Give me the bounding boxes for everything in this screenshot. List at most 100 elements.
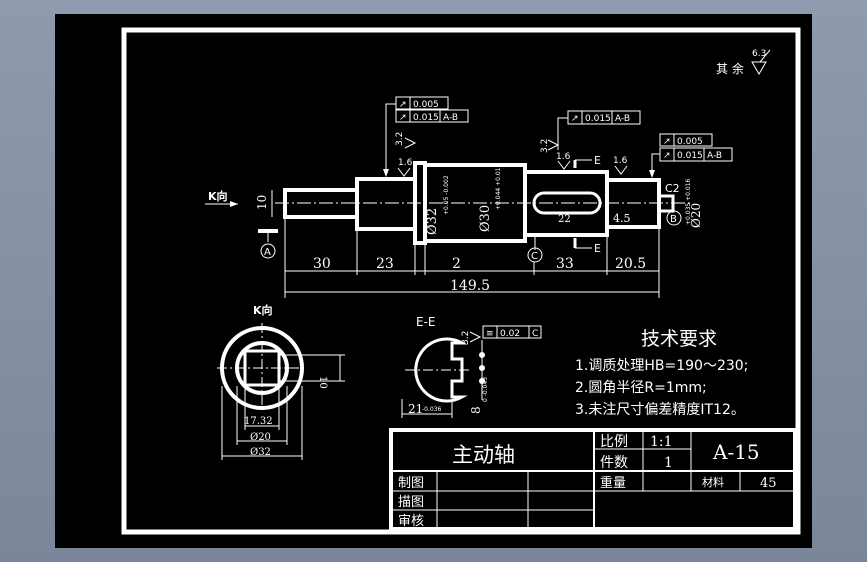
sheet-border [121, 27, 801, 535]
tech-requirements-title: 技术要求 [641, 328, 717, 350]
dim-dia30: Ø30 +0.044 +0.016 [478, 164, 502, 232]
svg-text:6.3: 6.3 [752, 49, 766, 59]
dim-10-left: 10 [255, 190, 273, 217]
general-roughness-note: 其 余 6.3 [716, 49, 771, 76]
svg-text:K向: K向 [253, 303, 273, 317]
svg-text:0 -0.043: 0 -0.043 [482, 377, 489, 402]
svg-text:材料: 材料 [702, 475, 724, 489]
roughness-mark-5: 1.6 [613, 156, 628, 175]
svg-text:1.6: 1.6 [613, 156, 628, 166]
svg-text:C: C [531, 251, 538, 262]
svg-text:≡: ≡ [486, 329, 494, 339]
svg-text:B: B [670, 214, 677, 225]
svg-text:4.5: 4.5 [613, 212, 631, 225]
drawing-number: A-15 [712, 440, 760, 464]
svg-text:A-B: A-B [615, 114, 630, 124]
tech-requirement-item: 2.圆角半径R=1mm; [575, 380, 707, 396]
svg-text:1.6: 1.6 [556, 152, 571, 162]
svg-text:1:1: 1:1 [650, 434, 673, 450]
svg-text:0.015: 0.015 [677, 151, 703, 161]
roughness-mark-4: 1.6 [556, 152, 571, 170]
svg-text:Ø20: Ø20 [250, 432, 271, 443]
svg-text:C: C [532, 329, 538, 339]
svg-text:149.5: 149.5 [450, 278, 490, 294]
svg-text:A-B: A-B [443, 113, 458, 123]
svg-text:Ø32: Ø32 [250, 447, 271, 458]
svg-text:重量: 重量 [600, 475, 626, 491]
roughness-mark-1: 3.2 [395, 132, 417, 149]
svg-text:20.5: 20.5 [615, 256, 646, 272]
dim-dia20-end: Ø20 +0.035 +0.016 C2 [665, 179, 703, 228]
svg-text:22: 22 [558, 214, 571, 225]
title-block: 主动轴 比例 1:1 件数 1 A-15 重量 材料 45 制图 描图 审核 [389, 428, 797, 531]
svg-text:制图: 制图 [398, 476, 424, 491]
tolerance-frame-4: ↗ 0.005 [659, 133, 713, 147]
svg-text:0.015: 0.015 [585, 114, 611, 124]
section-mark-lower: E [594, 242, 601, 255]
svg-text:23: 23 [376, 256, 394, 272]
svg-text:↗: ↗ [663, 137, 671, 147]
svg-text:17.32: 17.32 [244, 416, 273, 427]
svg-text:0.02: 0.02 [500, 329, 520, 339]
view-k-arrow: K向 [205, 189, 238, 207]
svg-text:30: 30 [313, 256, 331, 272]
part-name: 主动轴 [452, 443, 515, 467]
svg-text:审核: 审核 [398, 514, 424, 529]
svg-text:C2: C2 [665, 182, 680, 195]
svg-text:其 余: 其 余 [716, 61, 744, 76]
sheet-background [55, 14, 812, 548]
dim-chain-lengths: 30 23 2 33 20.5 149.5 [284, 217, 660, 298]
svg-text:↗: ↗ [571, 114, 579, 124]
svg-text:比例: 比例 [600, 434, 628, 450]
svg-text:K向: K向 [208, 189, 228, 203]
shaft-step-right [657, 194, 675, 213]
svg-text:33: 33 [556, 256, 574, 272]
datum-a: A [258, 229, 278, 259]
svg-text:+0.044 +0.016: +0.044 +0.016 [495, 164, 502, 210]
svg-text:1.6: 1.6 [398, 158, 413, 168]
tolerance-frame-5: ↗ 0.015 A-B [649, 147, 733, 178]
svg-text:A: A [264, 247, 271, 258]
tech-requirements: 技术要求 1.调质处理HB=190～230; 2.圆角半径R=1mm; 3.未注… [575, 328, 748, 418]
svg-text:+0.05 -0.002: +0.05 -0.002 [443, 175, 450, 215]
dim-dia32: Ø32 +0.05 -0.002 [425, 175, 450, 235]
section-e-e: E-E ≡ 0.02 C 3.2 21 -0.036 8 0 -0.043 [401, 315, 542, 418]
tolerance-frame-2: ↗ 0.015 A-B [383, 103, 469, 177]
svg-text:10: 10 [317, 376, 328, 389]
datum-c: C [527, 235, 543, 263]
svg-text:描图: 描图 [398, 495, 424, 510]
svg-text:Ø32: Ø32 [425, 208, 440, 235]
svg-text:3.2: 3.2 [395, 132, 405, 146]
svg-text:0.015: 0.015 [413, 113, 439, 123]
roughness-mark-2: 1.6 [397, 158, 413, 177]
svg-text:↗: ↗ [399, 113, 407, 123]
shaft-main-view: E E [275, 154, 690, 255]
svg-text:↗: ↗ [663, 151, 671, 161]
svg-text:+0.035 +0.016: +0.035 +0.016 [685, 179, 692, 225]
dim-keyway: 22 4.5 [558, 212, 631, 225]
svg-text:3.2: 3.2 [461, 331, 471, 345]
tech-requirement-item: 3.未注尺寸偏差精度IT12。 [575, 402, 745, 418]
svg-text:↗: ↗ [399, 100, 407, 110]
view-k: K向 17.32 Ø20 Ø32 10 [217, 303, 345, 460]
section-mark-upper: E [594, 154, 601, 167]
svg-text:件数: 件数 [600, 455, 628, 471]
tech-requirement-item: 1.调质处理HB=190～230; [575, 358, 748, 374]
svg-text:0.005: 0.005 [677, 137, 703, 147]
tolerance-frame-3: ↗ 0.015 A-B [557, 110, 641, 150]
svg-text:10: 10 [255, 195, 269, 210]
svg-text:Ø20: Ø20 [689, 203, 703, 228]
svg-text:3.2: 3.2 [540, 139, 550, 153]
svg-text:45: 45 [760, 476, 777, 491]
svg-text:-0.036: -0.036 [422, 406, 442, 413]
svg-text:2: 2 [452, 256, 461, 272]
svg-text:0.005: 0.005 [413, 100, 439, 110]
keyway-slot [532, 191, 602, 215]
datum-b: B [666, 210, 682, 226]
svg-text:1: 1 [664, 455, 673, 471]
tolerance-frame-1: ↗ 0.005 [395, 96, 449, 110]
svg-text:8: 8 [469, 406, 483, 414]
svg-text:21: 21 [408, 402, 423, 416]
